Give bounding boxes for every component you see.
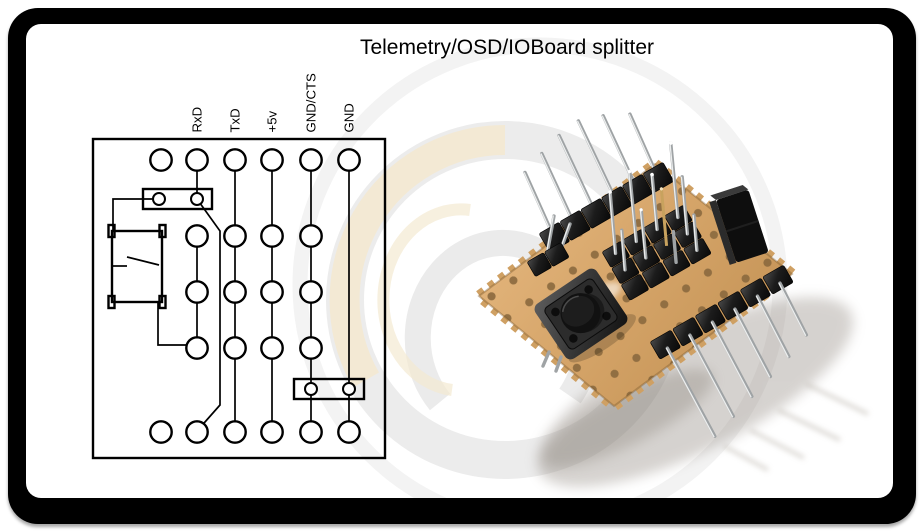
- pin-label-rxd: RxD: [190, 107, 205, 133]
- pin-label-5v: +5v: [265, 110, 280, 132]
- small-pin-header: [527, 214, 572, 277]
- figure-canvas: RxD TxD +5v GND/CTS GND: [91, 37, 869, 498]
- bottom-header-pins: [665, 281, 809, 438]
- pin-label-gndcts: GND/CTS: [304, 73, 319, 133]
- photo-frame: Telemetry/OSD/IOBoard splitter: [8, 8, 916, 524]
- bottom-pin-header: [650, 265, 809, 438]
- figure-title: Telemetry/OSD/IOBoard splitter: [359, 36, 655, 59]
- pin-labels: RxD TxD +5v GND/CTS GND: [190, 73, 357, 133]
- top-header-pins: [523, 112, 659, 237]
- center-block-pins: [608, 141, 699, 272]
- pin-shadows: [723, 382, 869, 472]
- pin-label-txd: TxD: [228, 108, 243, 132]
- push-button: [534, 268, 636, 363]
- wiring-schematic: RxD TxD +5v GND/CTS GND: [91, 73, 387, 460]
- board-photo: [473, 112, 869, 487]
- board-outline: [91, 137, 387, 460]
- figure-card: Telemetry/OSD/IOBoard splitter: [26, 24, 893, 498]
- top-pin-header: [523, 112, 674, 253]
- jumper2-outline: [292, 377, 366, 401]
- center-pin-block: [602, 141, 712, 301]
- pin-label-gnd: GND: [342, 103, 357, 132]
- jumper-block: [709, 185, 768, 265]
- schematic-holes: [149, 148, 361, 444]
- jumper1-outline: [141, 187, 214, 211]
- switch-symbol: [107, 223, 167, 310]
